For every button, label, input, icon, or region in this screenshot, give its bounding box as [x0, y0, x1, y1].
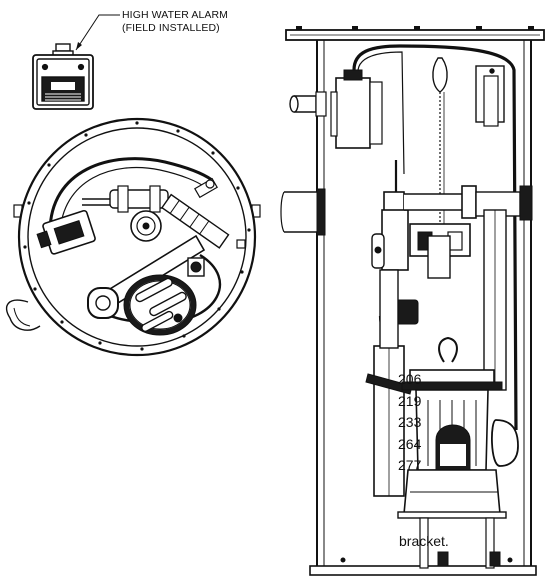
- reference-number: 233: [398, 414, 422, 431]
- reference-number-list: 206 219 233 264 277: [398, 369, 421, 477]
- basin-side-view: [280, 26, 545, 576]
- reference-number: 206: [398, 371, 422, 387]
- caption-fragment: bracket.: [399, 533, 449, 549]
- high-water-alarm-callout: HIGH WATER ALARM (FIELD INSTALLED): [122, 9, 228, 35]
- high-water-alarm-box: [32, 14, 120, 110]
- callout-line-2: (FIELD INSTALLED): [122, 22, 220, 34]
- reference-number: 219: [398, 392, 422, 409]
- callout-line-1: HIGH WATER ALARM: [122, 9, 229, 21]
- basin-top-view: [5, 117, 261, 357]
- reference-number: 264: [398, 435, 422, 452]
- reference-number: 277: [398, 457, 422, 474]
